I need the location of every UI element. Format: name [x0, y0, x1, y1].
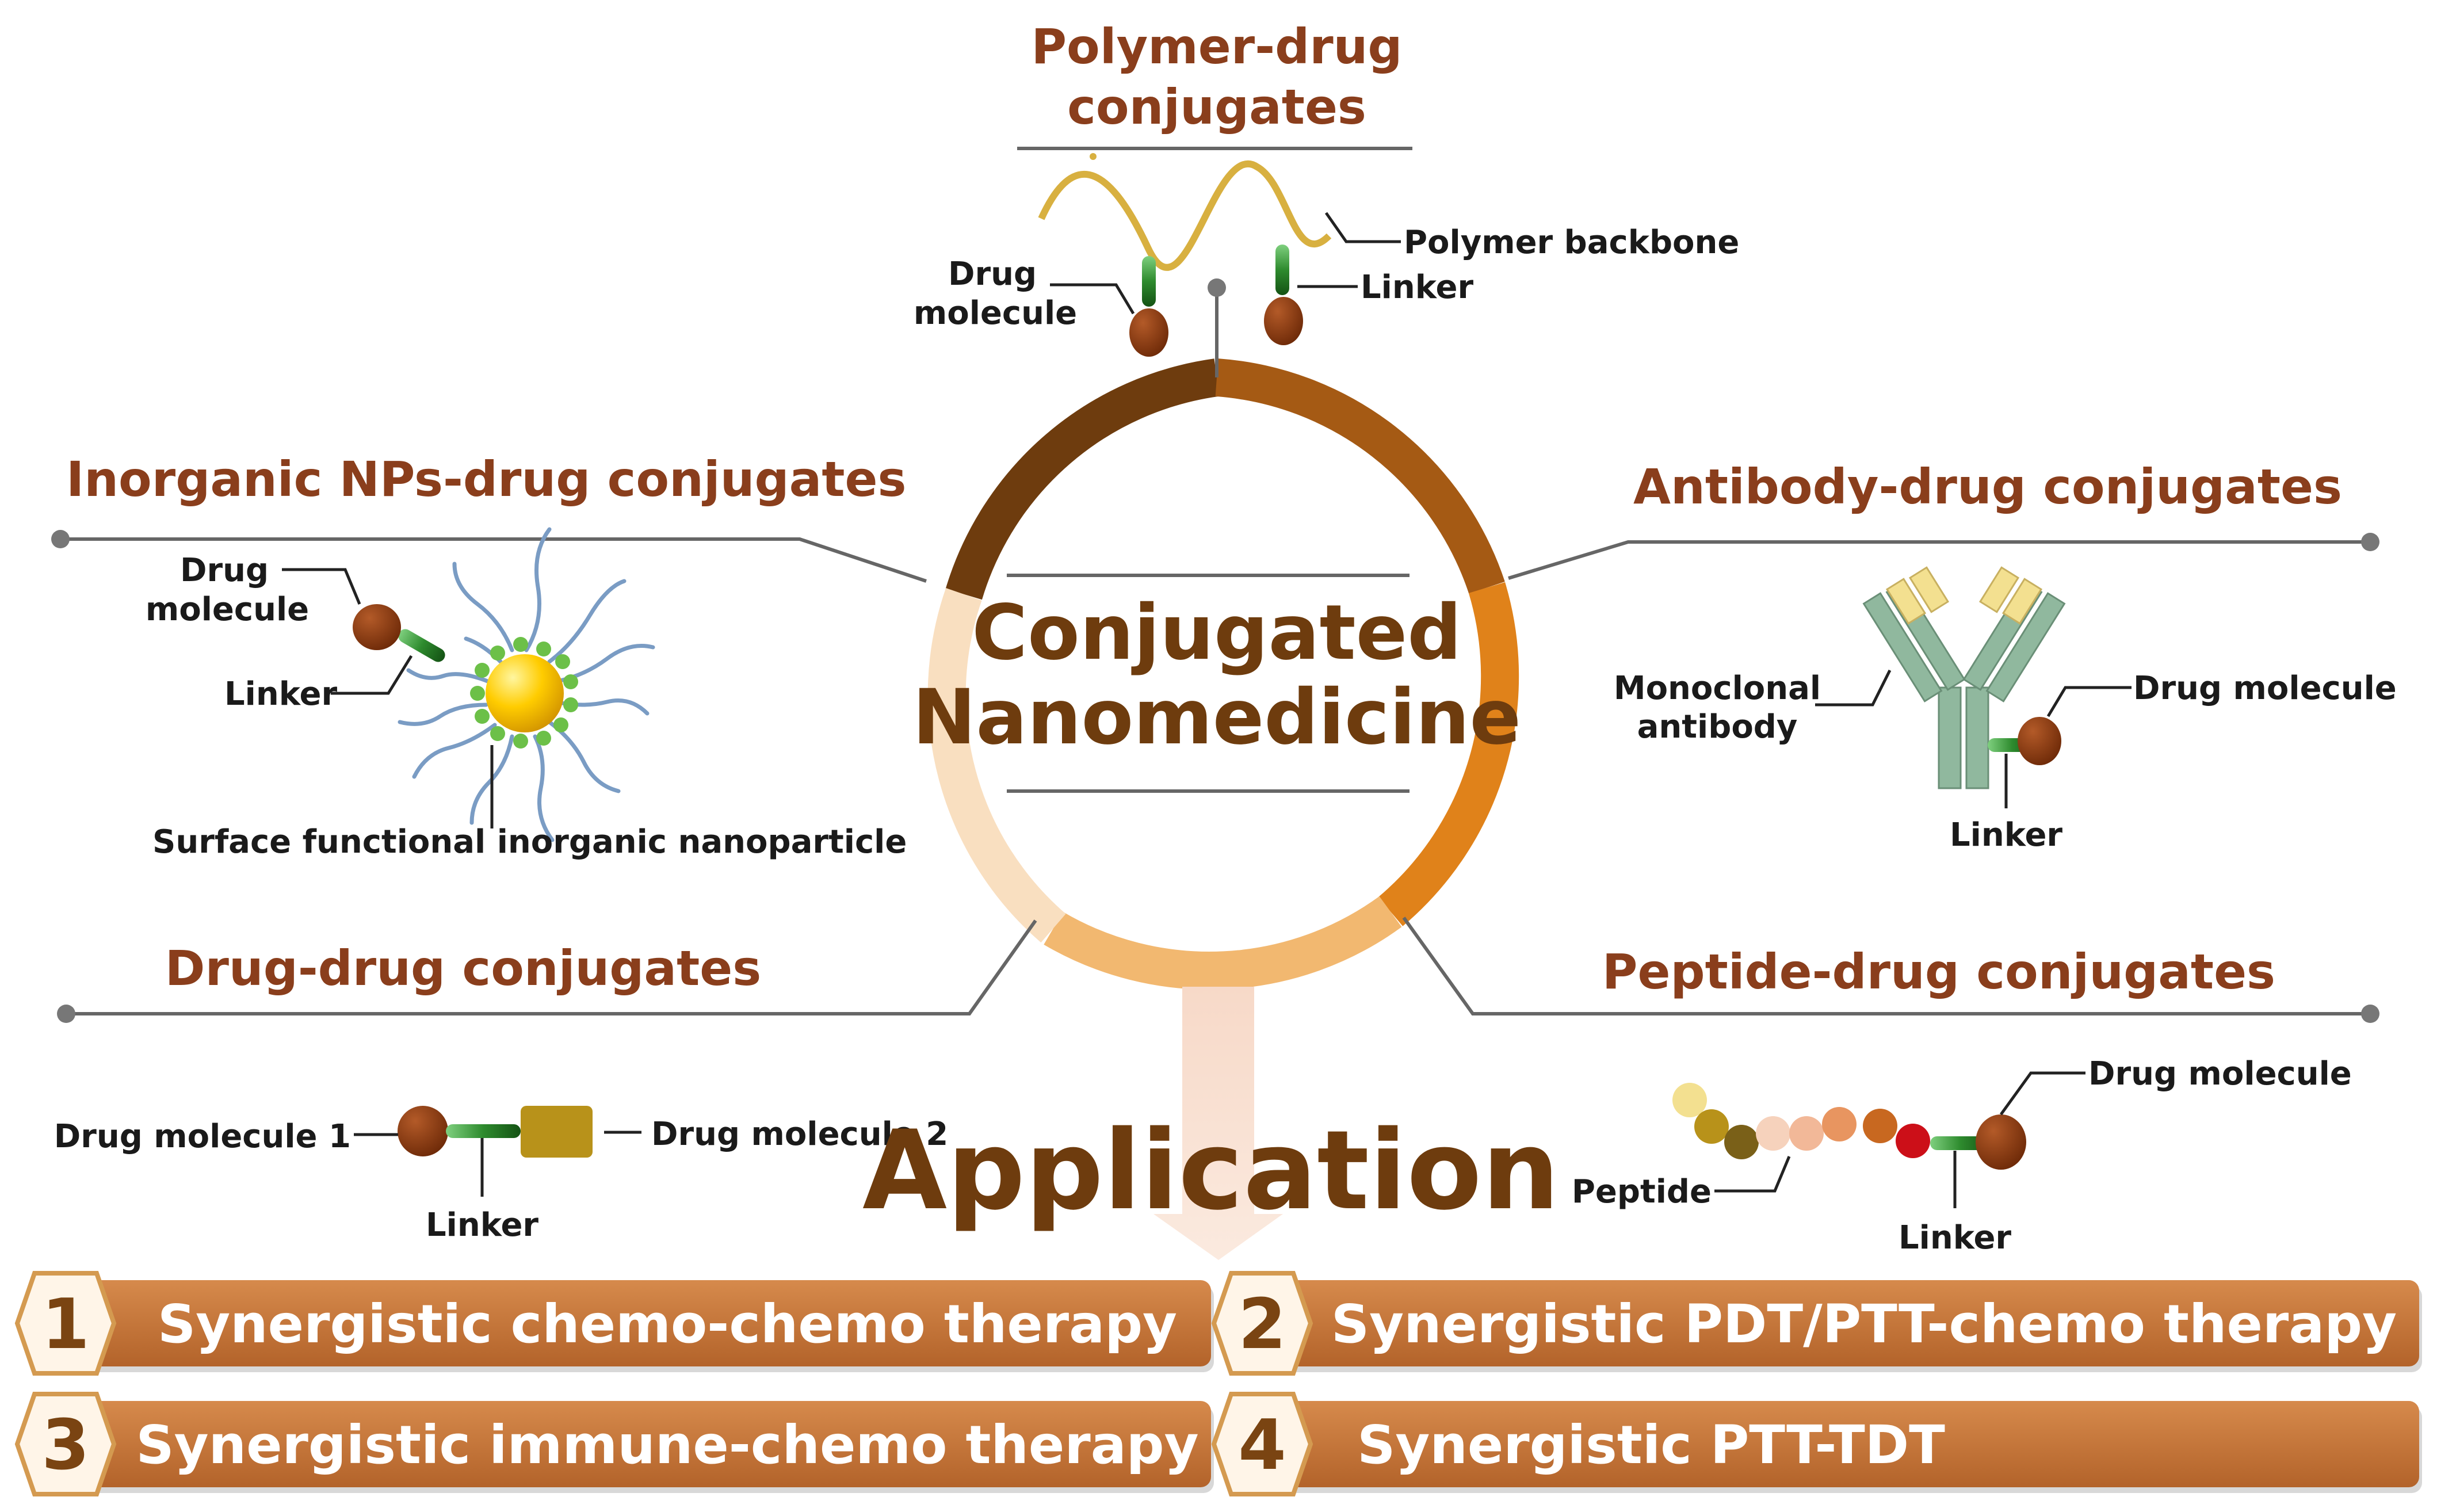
drugdrug-section: Drug-drug conjugates Drug molecule 1 Dru… — [54, 940, 949, 1244]
connector-dot — [2361, 1005, 2379, 1023]
inorganic-title: Inorganic NPs-drug conjugates — [66, 451, 906, 507]
application-item-2: 2 Synergistic PDT/PTT-chemo therapy — [1211, 1271, 2422, 1376]
application-bar-1-face — [32, 1280, 1211, 1366]
peptide-title: Peptide-drug conjugates — [1602, 944, 2275, 1000]
polymer-title-line2: conjugates — [1067, 79, 1366, 135]
polymer-linker-2 — [1275, 245, 1289, 295]
polymer-drug-leader — [1050, 283, 1135, 315]
application-bar-4-face — [1228, 1401, 2419, 1487]
inorganic-drug-label-line1: Drug — [180, 552, 269, 589]
connector-dot — [51, 530, 70, 548]
application-title: Application — [862, 1107, 1560, 1234]
application-number-4: 4 — [1238, 1406, 1286, 1486]
antibody-linker-label: Linker — [1950, 816, 2062, 854]
surface-green-beads — [470, 637, 578, 749]
inorganic-linker — [398, 629, 445, 662]
connector-dot — [57, 1005, 75, 1023]
inorganic-drug-label-line2: molecule — [146, 591, 309, 628]
ring-segment-2 — [1215, 358, 1505, 594]
antibody-drug-label: Drug molecule — [2133, 670, 2397, 707]
connector-dot — [2361, 533, 2379, 551]
application-list: 1 Synergistic chemo-chemo therapy 2 Syne… — [14, 1271, 2422, 1496]
connector-drugdrug — [66, 919, 1037, 1015]
peptide-drug-label: Drug molecule — [2088, 1055, 2352, 1093]
polymer-backbone — [1038, 160, 1332, 271]
inorganic-section: Inorganic NPs-drug conjugates — [66, 451, 907, 861]
peptide-label: Peptide — [1572, 1173, 1712, 1211]
peptide-drug-leader — [1999, 1071, 2085, 1116]
surface-chains — [398, 527, 655, 842]
drugdrug-linker-label: Linker — [426, 1206, 538, 1244]
peptide-linker — [1930, 1136, 1991, 1150]
inorganic-linker-leader — [331, 655, 413, 695]
center-title-line2: Nanomedicine — [912, 673, 1521, 762]
polymer-drug-2 — [1264, 297, 1303, 345]
peptide-linker-label: Linker — [1899, 1219, 2011, 1257]
drugdrug-title: Drug-drug conjugates — [165, 940, 762, 996]
inorganic-drug — [353, 604, 401, 650]
inorganic-linker-label: Linker — [224, 675, 337, 713]
antibody-mab-label-line2: antibody — [1637, 708, 1798, 746]
ring-segment-4 — [1044, 896, 1402, 990]
polymer-drug-label-line2: molecule — [914, 295, 1077, 332]
polymer-end-dot — [1090, 153, 1097, 160]
drugdrug-drug1 — [398, 1106, 448, 1156]
antibody-drug-leader — [2046, 686, 2132, 717]
application-arrow — [1153, 987, 1283, 1260]
antibody-mab-leader — [1815, 669, 1892, 707]
drugdrug-linker — [446, 1124, 521, 1138]
gold-nanoparticle — [486, 654, 564, 732]
polymer-linker-1 — [1142, 256, 1156, 307]
application-number-2: 2 — [1238, 1285, 1286, 1365]
application-label-3: Synergistic immune-chemo therapy — [136, 1414, 1198, 1476]
polymer-title-line1: Polymer-drug — [1031, 18, 1402, 75]
application-badge-4 — [1211, 1392, 1313, 1496]
ring-segment-5 — [927, 587, 1066, 943]
polymer-drug-1 — [1129, 308, 1168, 357]
application-number-1: 1 — [41, 1285, 90, 1365]
application-label-4: Synergistic PTT-TDT — [1357, 1414, 1945, 1476]
application-label-2: Synergistic PDT/PTT-chemo therapy — [1331, 1293, 2397, 1355]
application-bar-2-face — [1228, 1280, 2419, 1366]
antibody-mab-label-line1: Monoclonal — [1614, 670, 1821, 707]
ring-segment-1 — [945, 358, 1220, 600]
center-title-line1: Conjugated — [972, 589, 1461, 677]
drugdrug-drug1-label: Drug molecule 1 — [54, 1118, 351, 1155]
drugdrug-drug2 — [521, 1106, 593, 1158]
application-item-4: 4 Synergistic PTT-TDT — [1211, 1392, 2422, 1496]
inorganic-surface-label: Surface functional inorganic nanoparticl… — [152, 823, 907, 861]
polymer-backbone-label: Polymer backbone — [1404, 224, 1739, 261]
application-badge-3 — [14, 1392, 117, 1496]
connector-lines — [51, 278, 2379, 1023]
application-number-3: 3 — [41, 1406, 90, 1486]
application-badge-1 — [14, 1271, 117, 1376]
application-badge-2 — [1211, 1271, 1313, 1376]
peptide-chain-icon — [1672, 1083, 1930, 1159]
application-label-1: Synergistic chemo-chemo therapy — [158, 1293, 1177, 1355]
polymer-drug-label-line1: Drug — [948, 255, 1037, 293]
antibody-icon — [1862, 566, 2066, 789]
peptide-label-leader — [1714, 1156, 1791, 1193]
antibody-drug — [2018, 717, 2061, 765]
application-item-3: 3 Synergistic immune-chemo therapy — [14, 1392, 1214, 1496]
connector-dot — [1208, 278, 1226, 297]
application-item-1: 1 Synergistic chemo-chemo therapy — [14, 1271, 1214, 1376]
application-bar-3-face — [32, 1401, 1211, 1487]
peptide-section: Peptide-drug conjugates Drug molecule Pe… — [1572, 944, 2352, 1257]
drugdrug-drug2-label: Drug molecule 2 — [651, 1116, 948, 1153]
polymer-drug-section: Polymer-drug conjugates Drug molecule Po… — [914, 18, 1739, 357]
ring-segment-3 — [1378, 582, 1519, 926]
peptide-drug — [1976, 1114, 2026, 1170]
center-ring — [927, 358, 1519, 990]
inorganic-drug-leader — [282, 568, 361, 605]
polymer-linker-label: Linker — [1361, 269, 1473, 306]
connector-inorganic — [60, 537, 927, 583]
inorganic-nanoparticle-icon — [353, 527, 655, 842]
antibody-section: Antibody-drug conjugates Monoclonal anti… — [1614, 459, 2397, 854]
connector-peptide — [1402, 917, 2370, 1015]
polymer-backbone-leader — [1324, 212, 1401, 243]
connector-antibody — [1508, 540, 2370, 580]
antibody-title: Antibody-drug conjugates — [1633, 459, 2342, 515]
